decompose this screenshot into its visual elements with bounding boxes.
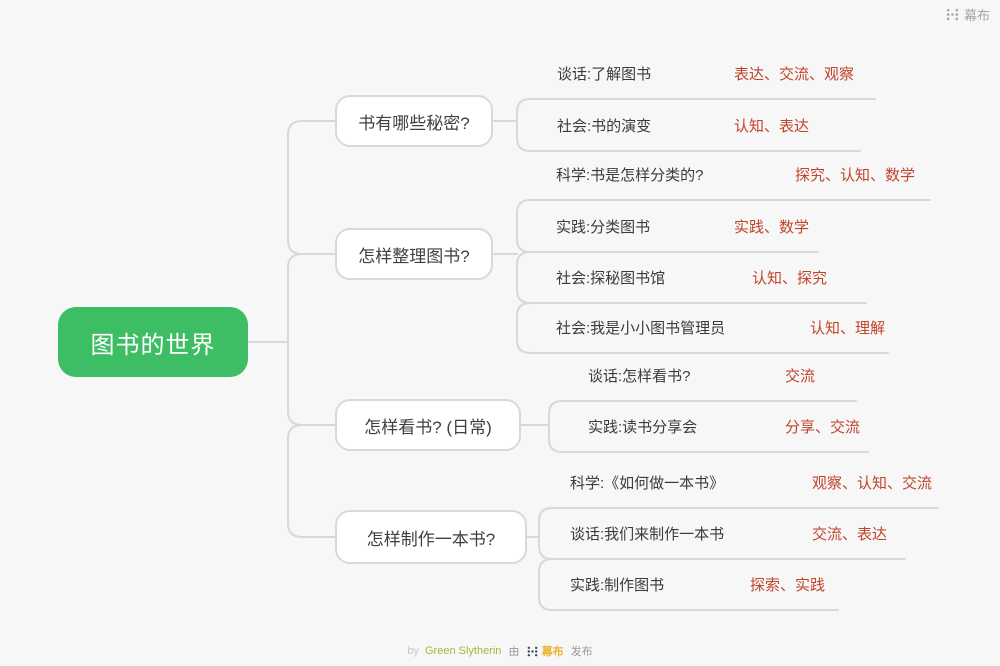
child-row-1-2[interactable]: 社会:书的演变 认知、表达 (557, 114, 860, 140)
row-label: 社会:书的演变 (557, 118, 652, 135)
mubu-brand-label: 幕布 (963, 8, 990, 23)
row-label: 实践:制作图书 (570, 577, 665, 594)
row-label: 实践:读书分享会 (588, 419, 698, 436)
row-label: 科学:书是怎样分类的? (556, 167, 704, 184)
child-row-4-2[interactable]: 谈话:我们来制作一本书 交流、表达 (570, 522, 905, 548)
row-tags: 认知、探究 (752, 270, 828, 287)
row-label: 谈话:怎样看书? (588, 368, 691, 385)
child-row-4-3[interactable]: 实践:制作图书 探索、实践 (570, 573, 838, 599)
root-node[interactable]: 图书的世界 (58, 307, 248, 377)
mubu-watermark[interactable]: 幕布 (946, 5, 990, 24)
row-tags: 探索、实践 (750, 577, 826, 594)
child-row-4-1[interactable]: 科学:《如何做一本书》 观察、认知、交流 (570, 471, 938, 497)
branch-node-1[interactable]: 书有哪些秘密? (335, 95, 493, 147)
row-tags: 探究、认知、数学 (795, 167, 916, 184)
row-tags: 表达、交流、观察 (734, 66, 855, 83)
child-row-2-4[interactable]: 社会:我是小小图书管理员 认知、理解 (556, 316, 888, 342)
child-row-3-1[interactable]: 谈话:怎样看书? 交流 (588, 364, 856, 390)
branch-node-4[interactable]: 怎样制作一本书? (335, 510, 527, 564)
footer: by Green Slytherin 由 幕布 发布 (0, 643, 1000, 659)
branch-node-3[interactable]: 怎样看书? (日常) (335, 399, 521, 451)
row-label: 谈话:我们来制作一本书 (570, 526, 725, 543)
child-row-2-1[interactable]: 科学:书是怎样分类的? 探究、认知、数学 (556, 163, 930, 189)
row-label: 实践:分类图书 (556, 219, 651, 236)
footer-author-link[interactable]: Green Slytherin (425, 645, 502, 657)
footer-via-label: 由 (508, 646, 520, 658)
row-label: 科学:《如何做一本书》 (570, 475, 725, 492)
footer-brand-link[interactable]: 幕布 (541, 646, 564, 658)
child-row-3-2[interactable]: 实践:读书分享会 分享、交流 (588, 415, 868, 441)
child-row-2-2[interactable]: 实践:分类图书 实践、数学 (556, 215, 818, 241)
row-tags: 实践、数学 (734, 219, 810, 236)
branch-node-2[interactable]: 怎样整理图书? (335, 228, 493, 280)
mubu-logo-icon (946, 8, 959, 21)
row-label: 社会:我是小小图书管理员 (556, 320, 726, 337)
footer-by-label: by (407, 645, 419, 657)
row-tags: 认知、理解 (810, 320, 886, 337)
row-tags: 分享、交流 (785, 419, 861, 436)
row-label: 谈话:了解图书 (557, 66, 652, 83)
footer-publish-label: 发布 (570, 646, 593, 658)
child-row-1-1[interactable]: 谈话:了解图书 表达、交流、观察 (557, 62, 875, 88)
row-tags: 交流 (785, 368, 816, 385)
row-tags: 认知、表达 (734, 118, 810, 135)
child-row-2-3[interactable]: 社会:探秘图书馆 认知、探究 (556, 266, 866, 292)
row-label: 社会:探秘图书馆 (556, 270, 666, 287)
row-tags: 交流、表达 (812, 526, 888, 543)
row-tags: 观察、认知、交流 (812, 475, 933, 492)
mubu-logo-icon-footer (527, 645, 538, 657)
